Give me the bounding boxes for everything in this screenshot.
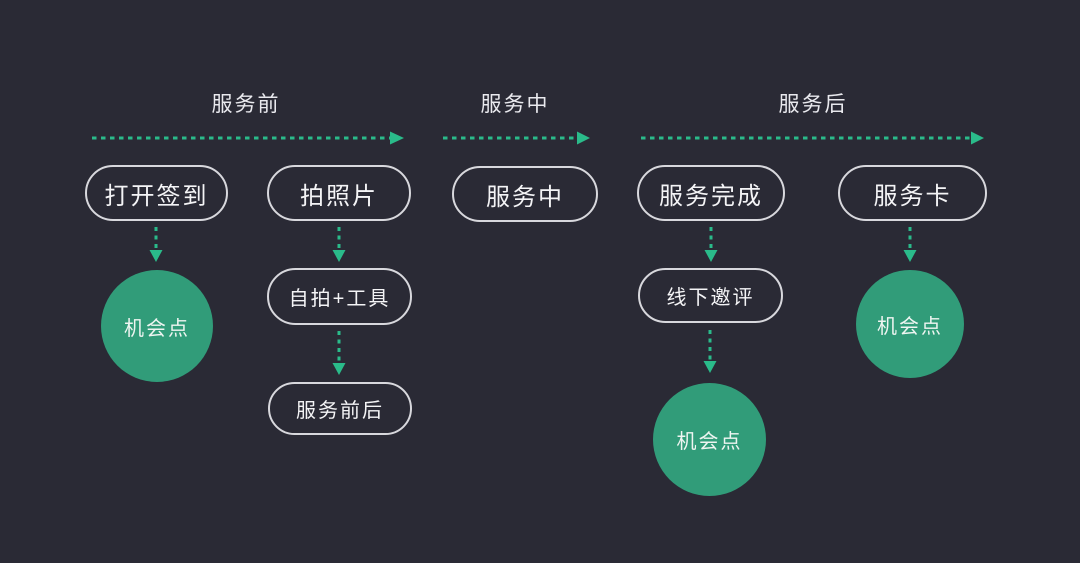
node-service-complete: 服务完成 — [637, 165, 785, 221]
node-offline-review: 线下邀评 — [638, 268, 783, 323]
node-open-checkin: 打开签到 — [85, 165, 228, 221]
down-arrow-service-complete — [704, 227, 718, 262]
down-arrow-selfie-tool — [332, 331, 346, 375]
node-service-card: 服务卡 — [838, 165, 987, 221]
opportunity-circle-middle: 机会点 — [653, 383, 766, 496]
phase-label-after: 服务后 — [778, 93, 848, 116]
phase-before-arrow — [92, 131, 404, 145]
down-arrow-take-photo — [332, 227, 346, 262]
node-selfie-tool: 自拍+工具 — [267, 268, 412, 325]
node-in-service: 服务中 — [452, 166, 598, 222]
down-arrow-service-card — [903, 227, 917, 262]
phase-label-before: 服务前 — [211, 93, 281, 116]
opportunity-circle-left: 机会点 — [101, 270, 213, 382]
node-take-photo: 拍照片 — [267, 165, 411, 221]
phase-after-arrow — [641, 131, 984, 145]
phase-during-arrow — [443, 131, 590, 145]
phase-label-during: 服务中 — [480, 93, 550, 116]
node-service-before-after: 服务前后 — [268, 382, 412, 435]
down-arrow-offline-review — [703, 330, 717, 373]
down-arrow-open-checkin — [149, 227, 163, 262]
opportunity-circle-right: 机会点 — [856, 270, 964, 378]
